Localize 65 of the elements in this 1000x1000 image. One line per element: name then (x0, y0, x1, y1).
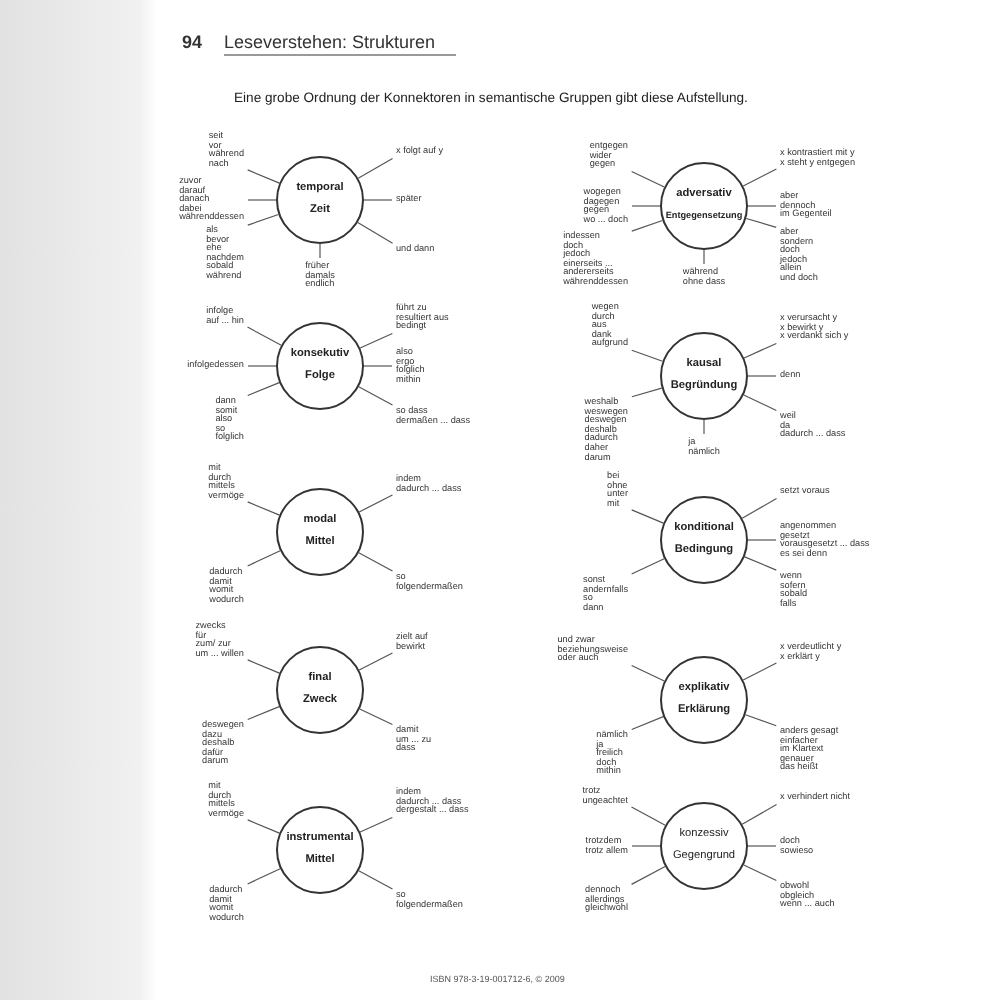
connector-line (743, 864, 777, 882)
connector-line (631, 219, 664, 232)
connector-line (247, 213, 280, 226)
connector-line (631, 664, 665, 682)
connector-line (631, 716, 664, 731)
connector-line (247, 550, 281, 567)
connector-line (247, 169, 280, 184)
connector-line (358, 870, 394, 890)
connector-line (359, 332, 393, 349)
connector-line (358, 552, 394, 572)
connector-line (359, 816, 393, 833)
connector-line (743, 394, 777, 412)
connector-line (744, 556, 777, 571)
connector-line (743, 342, 777, 359)
connector-line (631, 558, 665, 575)
page-number: 94 (182, 32, 203, 52)
connector-line (631, 509, 664, 524)
category-circle (276, 646, 364, 734)
connector-line (358, 386, 394, 406)
connector-line (630, 866, 666, 885)
category-circle (660, 802, 748, 890)
category-circle (276, 322, 364, 410)
category-circle (276, 806, 364, 894)
connector-line (744, 714, 777, 727)
category-circle (276, 488, 364, 576)
connector-line (747, 375, 777, 377)
connector-line (747, 539, 777, 541)
connector-line (247, 868, 281, 885)
connector-line (358, 652, 394, 671)
connector-line (358, 494, 394, 513)
connector-line (630, 806, 666, 826)
category-circle (660, 332, 748, 420)
category-circle (660, 496, 748, 584)
connector-line (247, 819, 280, 834)
connector-line (247, 501, 280, 516)
category-circle (660, 656, 748, 744)
page-title: Leseverstehen: Strukturen (224, 32, 456, 56)
connector-line (247, 706, 280, 721)
connector-line (363, 199, 393, 201)
connector-line (631, 349, 664, 362)
connector-line (247, 382, 280, 397)
connector-line (359, 708, 393, 726)
connector-line (247, 365, 277, 367)
category-circle (660, 162, 748, 250)
connector-line (246, 326, 282, 346)
connector-line (745, 217, 777, 228)
connector-line (742, 168, 778, 187)
connector-line (742, 662, 778, 681)
connector-line (631, 845, 661, 847)
connector-line (631, 170, 665, 188)
connector-line (741, 804, 778, 825)
connector-line (703, 249, 705, 265)
connector-line (747, 845, 777, 847)
connector-line (631, 205, 661, 207)
connector-line (747, 205, 777, 207)
connector-line (247, 659, 280, 674)
connector-line (357, 221, 394, 244)
category-circle (276, 156, 364, 244)
connector-line (741, 497, 778, 519)
connector-line (703, 419, 705, 435)
connector-line (319, 243, 321, 259)
connector-line (247, 199, 277, 201)
connector-line (631, 387, 663, 398)
connector-line (357, 158, 394, 179)
connector-line (363, 365, 393, 367)
